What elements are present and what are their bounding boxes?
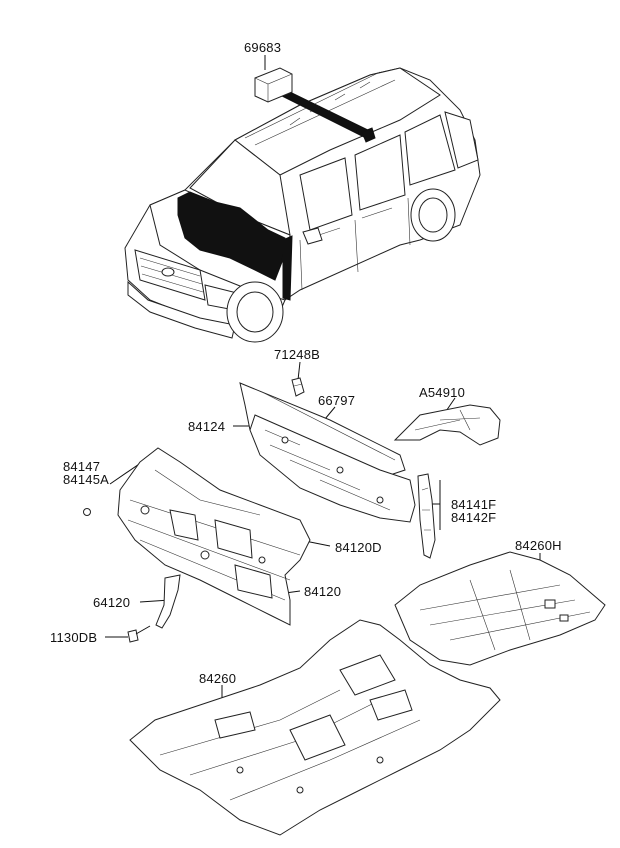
- callout-84124: 84124: [188, 419, 226, 434]
- callout-84120: 84120: [304, 584, 342, 599]
- callout-84120d: 84120D: [335, 540, 382, 555]
- part-84260-front-carpet: [129, 619, 501, 836]
- part-84141f-side-pad: [417, 473, 436, 559]
- part-a54910-pad: [393, 404, 501, 446]
- part-84120-dash-panel: [117, 447, 311, 626]
- part-64120-bracket: [155, 574, 181, 629]
- callout-84260: 84260: [199, 671, 237, 686]
- part-84147-plug: [83, 508, 91, 516]
- callout-84142f: 84142F: [451, 510, 497, 525]
- part-84260h-rear-carpet: [394, 551, 606, 666]
- callout-1130db: 1130DB: [50, 630, 98, 645]
- callout-84260h: 84260H: [515, 538, 562, 553]
- callout-84145a: 84145A: [63, 472, 110, 487]
- part-69683-block: [254, 67, 293, 103]
- callout-64120: 64120: [93, 595, 131, 610]
- callout-a54910: A54910: [419, 385, 466, 400]
- callout-69683: 69683: [244, 40, 282, 55]
- part-71248b-clip: [291, 377, 305, 397]
- part-1130db-bolt: [127, 625, 151, 643]
- callout-84147: 84147: [63, 459, 101, 474]
- vehicle-illustration: [124, 67, 481, 343]
- part-84124-dash-insulator: [239, 382, 416, 523]
- callout-84141f: 84141F: [451, 497, 497, 512]
- callout-66797: 66797: [318, 393, 356, 408]
- callout-71248b: 71248B: [274, 347, 321, 362]
